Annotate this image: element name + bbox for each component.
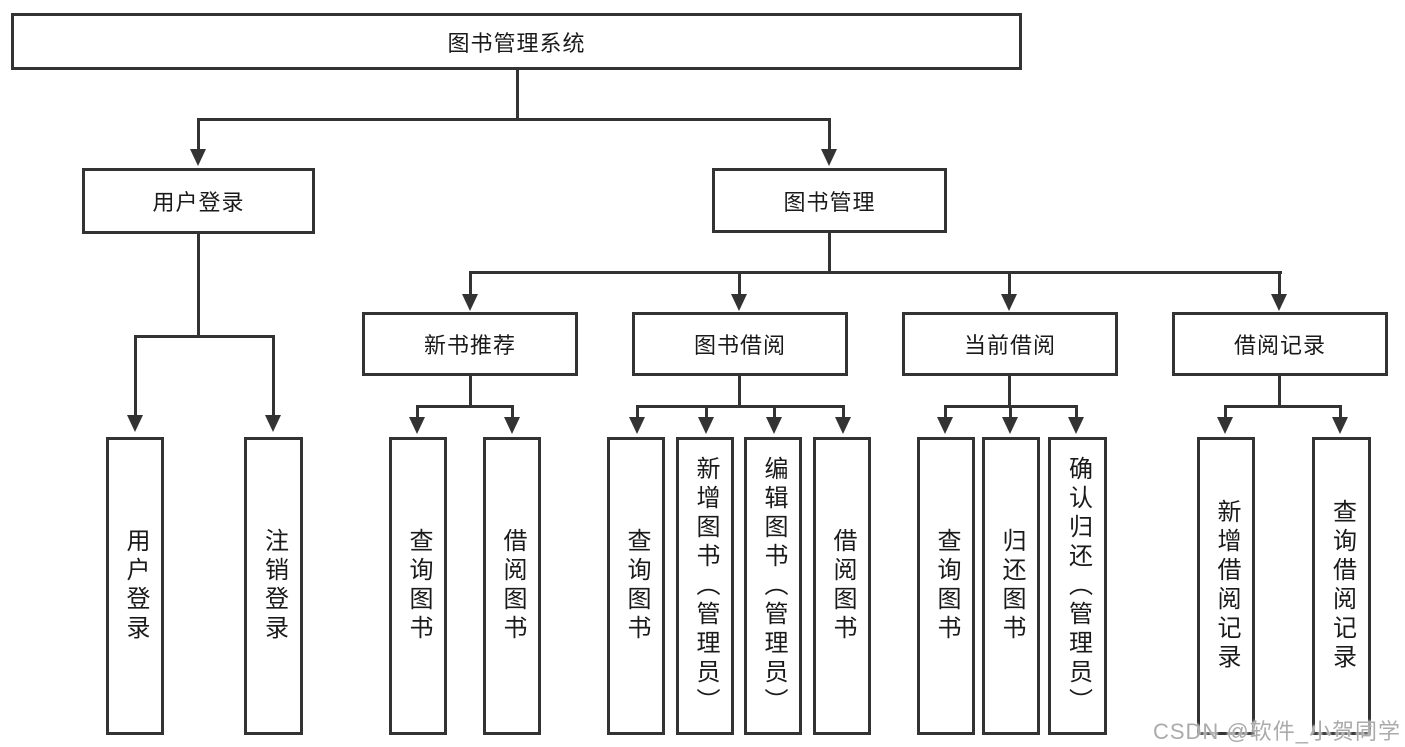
node-label: 注销登录: [260, 528, 288, 644]
leaf-borrow-books-recommend: 借阅图书: [483, 437, 541, 735]
connector-line: [828, 233, 831, 273]
connector-line: [516, 70, 519, 119]
arrow-down-icon: [1332, 417, 1348, 434]
leaf-borrow-books-borrowing: 借阅图书: [813, 437, 871, 735]
node-label: 编辑图书（管理员）: [760, 455, 787, 717]
connector-line: [828, 118, 831, 151]
connector-line: [197, 234, 200, 336]
leaf-edit-books-admin: 编辑图书（管理员）: [744, 437, 802, 735]
connector-line: [738, 271, 741, 296]
node-label: 图书管理系统: [447, 30, 586, 56]
leaf-logout: 注销登录: [244, 437, 303, 735]
arrow-down-icon: [698, 417, 714, 434]
connector-line: [469, 271, 1282, 274]
arrow-down-icon: [1002, 417, 1018, 434]
node-label: 确认归还（管理员）: [1064, 455, 1092, 717]
connector-line: [738, 376, 741, 407]
node-label: 借阅图书: [499, 528, 526, 644]
connector-line: [197, 118, 200, 151]
connector-line: [944, 405, 947, 419]
leaf-user-login: 用户登录: [106, 437, 164, 735]
arrow-down-icon: [629, 417, 645, 434]
node-library-system: 图书管理系统: [11, 13, 1022, 70]
connector-line: [1339, 405, 1342, 419]
arrow-down-icon: [1271, 294, 1287, 311]
leaf-query-books-current: 查询图书: [917, 437, 975, 735]
node-current-borrowing: 当前借阅: [902, 312, 1118, 376]
connector-line: [469, 376, 472, 407]
arrow-down-icon: [190, 149, 206, 166]
connector-line: [511, 405, 514, 419]
watermark: CSDN @软件_小贺同学: [1152, 719, 1401, 744]
arrow-down-icon: [766, 417, 782, 434]
leaf-query-books-recommend: 查询图书: [389, 437, 447, 735]
node-label: 借阅图书: [829, 528, 856, 644]
connector-line: [1224, 405, 1227, 419]
connector-line: [416, 405, 514, 408]
leaf-return-books: 归还图书: [982, 437, 1040, 735]
leaf-query-books-borrowing: 查询图书: [607, 437, 665, 735]
leaf-confirm-return-admin: 确认归还（管理员）: [1048, 437, 1107, 735]
leaf-add-books-admin: 新增图书（管理员）: [676, 437, 734, 735]
arrow-down-icon: [937, 417, 953, 434]
arrow-down-icon: [731, 294, 747, 311]
connector-line: [1008, 376, 1011, 407]
arrow-down-icon: [127, 415, 143, 432]
node-label: 查询图书: [933, 528, 960, 644]
connector-line: [1009, 405, 1012, 419]
leaf-query-borrow-record: 查询借阅记录: [1312, 437, 1371, 735]
node-label: 用户登录: [122, 528, 149, 644]
node-label: 图书管理: [783, 189, 876, 215]
arrow-down-icon: [835, 417, 851, 434]
node-label: 用户登录: [152, 190, 245, 215]
node-label: 新增借阅记录: [1213, 499, 1240, 673]
node-label: 查询借阅记录: [1328, 499, 1356, 673]
connector-line: [1075, 405, 1078, 419]
arrow-down-icon: [409, 417, 425, 434]
node-label: 新书推荐: [423, 333, 516, 358]
node-book-management: 图书管理: [712, 168, 947, 233]
connector-line: [842, 405, 845, 419]
connector-line: [636, 405, 845, 408]
connector-line: [272, 335, 275, 416]
connector-line: [1008, 271, 1011, 296]
node-label: 新增图书（管理员）: [692, 455, 719, 717]
connector-line: [1278, 271, 1281, 296]
connector-line: [773, 405, 776, 419]
arrow-down-icon: [1217, 417, 1233, 434]
arrow-down-icon: [462, 294, 478, 311]
arrow-down-icon: [821, 149, 837, 166]
connector-line: [1224, 405, 1341, 408]
connector-line: [1278, 376, 1281, 407]
arrow-down-icon: [265, 415, 281, 432]
node-label: 查询图书: [623, 528, 650, 644]
node-user-login: 用户登录: [82, 168, 315, 234]
node-label: 查询图书: [405, 528, 432, 644]
node-borrowing-records: 借阅记录: [1172, 312, 1388, 376]
node-book-borrowing: 图书借阅: [632, 312, 848, 376]
arrow-down-icon: [504, 417, 520, 434]
connector-line: [705, 405, 708, 419]
connector-line: [197, 118, 831, 121]
connector-line: [416, 405, 419, 419]
node-label: 图书借阅: [693, 333, 786, 358]
connector-line: [134, 335, 275, 338]
arrow-down-icon: [1068, 417, 1084, 434]
node-new-book-recommendation: 新书推荐: [362, 312, 578, 376]
connector-line: [134, 335, 137, 416]
connector-line: [469, 271, 472, 296]
arrow-down-icon: [1001, 294, 1017, 311]
node-label: 当前借阅: [963, 333, 1056, 358]
leaf-add-borrow-record: 新增借阅记录: [1197, 437, 1255, 735]
node-label: 借阅记录: [1233, 333, 1326, 358]
node-label: 归还图书: [998, 528, 1025, 644]
connector-line: [636, 405, 639, 419]
